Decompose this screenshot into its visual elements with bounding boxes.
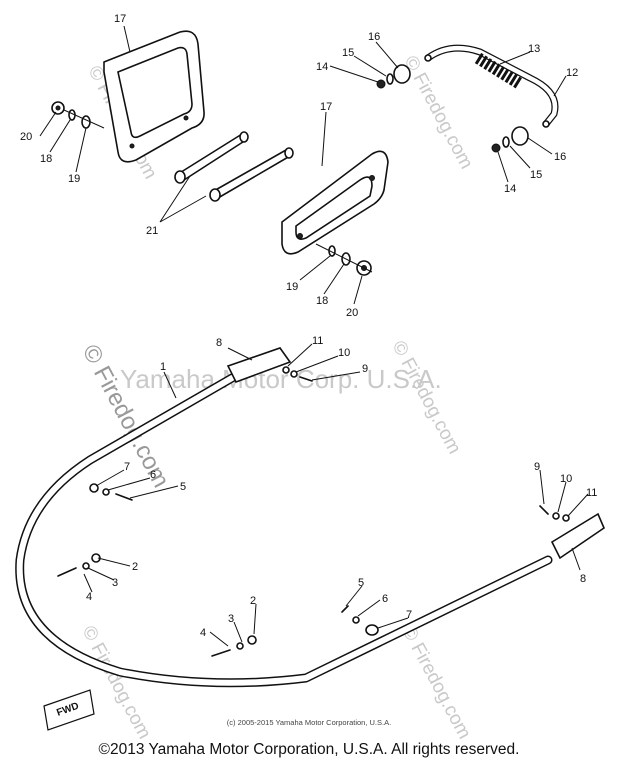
leader-center-nuts xyxy=(315,243,373,273)
callouts: 17 15 16 13 12 14 20 18 19 21 17 15 16 1… xyxy=(20,13,597,639)
callout-16-top: 16 xyxy=(368,31,380,43)
washer-6-bottom xyxy=(352,616,360,624)
leader-lines xyxy=(39,25,589,647)
callout-7-left: 7 xyxy=(124,461,130,473)
rod-21-lower xyxy=(209,147,294,202)
callout-17-center: 17 xyxy=(320,101,332,113)
callout-2-bottom: 2 xyxy=(250,595,256,607)
callout-14-right: 14 xyxy=(504,183,516,195)
callout-13: 13 xyxy=(528,43,540,55)
callout-12: 12 xyxy=(566,67,578,79)
bracket-17-center xyxy=(281,150,389,255)
bolt-4-bottom xyxy=(211,649,231,657)
callout-14-top: 14 xyxy=(316,61,328,73)
callout-4-left: 4 xyxy=(86,591,92,603)
callout-11-top: 11 xyxy=(312,335,323,347)
clamp-7-bottom xyxy=(365,624,379,636)
callout-4-bottom: 4 xyxy=(200,627,206,639)
nut-2-bottom xyxy=(247,635,257,645)
watermark-side-4: © Firedog.com xyxy=(388,337,465,457)
bracket-17-left xyxy=(103,30,205,163)
nut-14-top xyxy=(376,79,386,89)
callout-19-center: 19 xyxy=(286,281,298,293)
washer-15-right xyxy=(502,136,510,148)
bolt-5-left xyxy=(115,493,133,501)
washer-11-top xyxy=(282,366,290,374)
copyright-footer: ©2013 Yamaha Motor Corporation, U.S.A. A… xyxy=(98,741,520,758)
callout-20-center: 20 xyxy=(346,307,358,319)
callout-10-top: 10 xyxy=(338,347,350,359)
callout-3-left: 3 xyxy=(112,577,118,589)
bolt-9-right xyxy=(539,505,549,515)
bolt-5-bottom xyxy=(341,605,349,613)
callout-18-left: 18 xyxy=(40,153,52,165)
washer-10-top xyxy=(290,370,298,378)
watermark-center: Yamaha Motor Corp. U.S.A. xyxy=(120,364,442,394)
washer-15-top xyxy=(386,73,394,85)
small-copyright: (c) 2005-2015 Yamaha Motor Corporation, … xyxy=(226,718,392,727)
callout-11-right: 11 xyxy=(586,487,597,499)
callout-20-left: 20 xyxy=(20,131,32,143)
end-cap-8-top xyxy=(226,347,292,383)
callout-6-left: 6 xyxy=(150,469,156,481)
washer-3-bottom xyxy=(236,642,244,650)
leader-left-nuts xyxy=(63,109,105,129)
callout-21: 21 xyxy=(146,225,158,237)
callout-9-top: 9 xyxy=(362,363,368,375)
callout-10-right: 10 xyxy=(560,473,572,485)
washer-11-right xyxy=(562,514,570,522)
bolt-9-top xyxy=(299,376,313,382)
nut-20-center xyxy=(356,260,372,276)
callout-5-left: 5 xyxy=(180,481,186,493)
callout-9-right: 9 xyxy=(534,461,540,473)
bolt-4-left xyxy=(57,567,77,577)
callout-5-bottom: 5 xyxy=(358,577,364,589)
callout-7-bottom: 7 xyxy=(406,609,412,621)
callout-15-right: 15 xyxy=(530,169,542,181)
washer-3-left xyxy=(82,562,90,570)
callout-8-right: 8 xyxy=(580,573,586,585)
nut-20-left xyxy=(51,101,65,115)
callout-17-left: 17 xyxy=(114,13,126,25)
callout-18-center: 18 xyxy=(316,295,328,307)
end-cap-8-right xyxy=(550,512,605,560)
washer-19-left xyxy=(81,115,91,129)
fwd-badge: FWD xyxy=(43,689,95,731)
callout-8-top: 8 xyxy=(216,337,222,349)
washer-16-top xyxy=(393,64,411,84)
washer-10-right xyxy=(552,512,560,520)
handle-12 xyxy=(424,44,559,128)
callout-19-left: 19 xyxy=(68,173,80,185)
callout-2-left: 2 xyxy=(132,561,138,573)
callout-16-right: 16 xyxy=(554,151,566,163)
nut-14-right xyxy=(491,143,501,153)
callout-15-top: 15 xyxy=(342,47,354,59)
callout-1: 1 xyxy=(160,361,166,373)
rod-21-upper xyxy=(174,131,249,184)
washer-6-left xyxy=(102,488,110,496)
leader-21 xyxy=(159,175,207,223)
main-bar-1 xyxy=(15,373,553,688)
callout-3-bottom: 3 xyxy=(228,613,234,625)
callout-6-bottom: 6 xyxy=(382,593,388,605)
washer-16-right xyxy=(511,126,529,146)
watermark-side-3: © Firedog.com xyxy=(400,52,477,172)
